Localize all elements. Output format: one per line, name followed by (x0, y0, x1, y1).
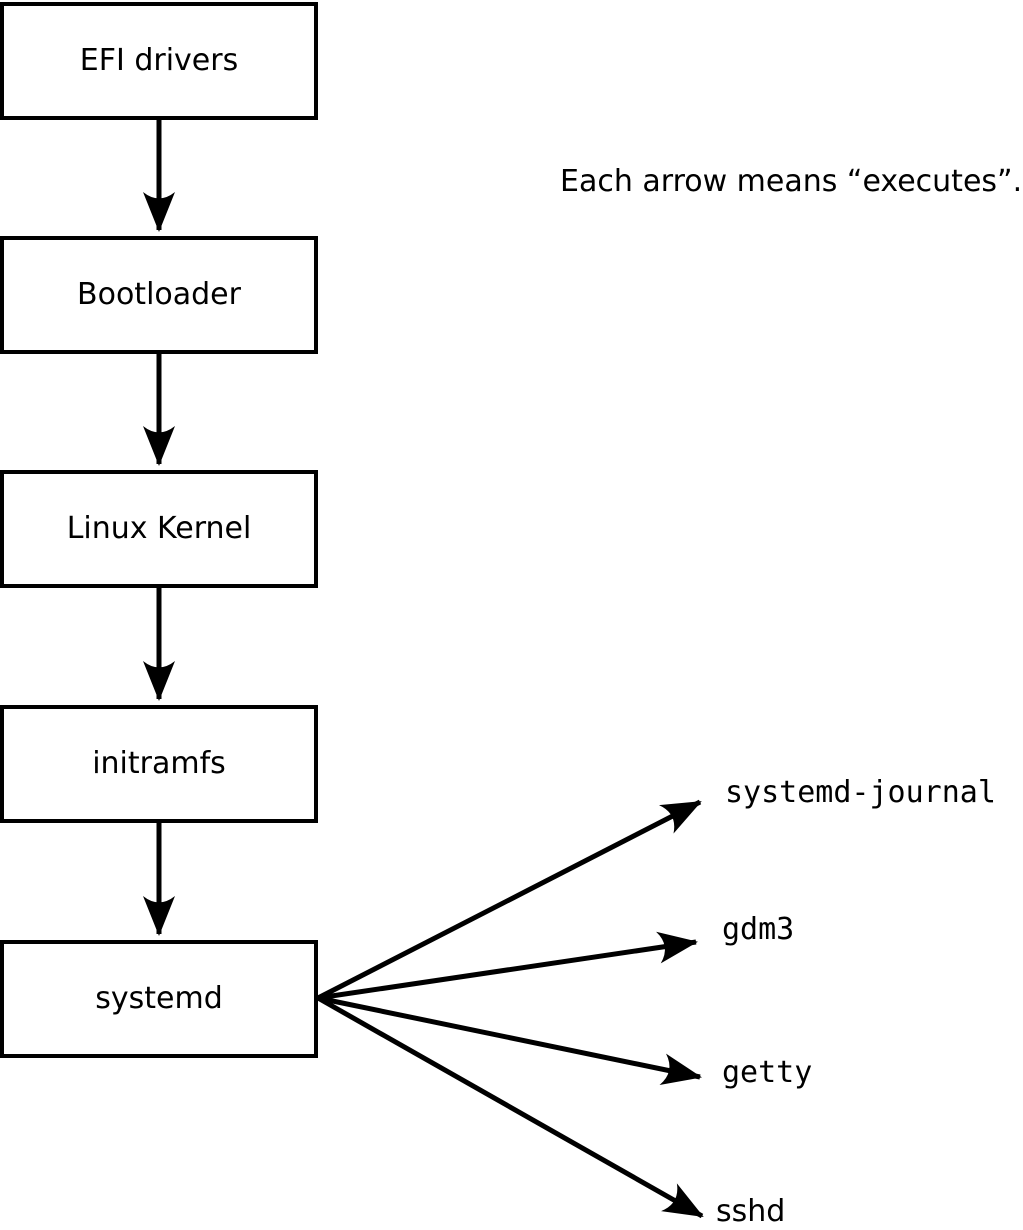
box-systemd-label: systemd (95, 981, 223, 1016)
leaf-label-sshd: sshd (716, 1194, 786, 1229)
leaf-label-getty: getty (722, 1055, 813, 1090)
box-efi-drivers-label: EFI drivers (79, 43, 239, 78)
box-linux-kernel: Linux Kernel (0, 470, 318, 588)
leaf-label-systemd-journal: systemd-journal (725, 775, 996, 810)
box-bootloader: Bootloader (0, 236, 318, 354)
arrow-systemd-to-journal (316, 799, 702, 1001)
box-systemd: systemd (0, 940, 318, 1058)
box-bootloader-label: Bootloader (77, 277, 241, 312)
arrow-systemd-to-gdm3 (317, 931, 698, 1001)
legend-note: Each arrow means “executes”. (560, 164, 1023, 199)
box-initramfs-label: initramfs (92, 746, 226, 781)
box-initramfs: initramfs (0, 705, 318, 823)
arrow-systemd-to-getty (317, 995, 702, 1085)
box-linux-kernel-label: Linux Kernel (66, 511, 252, 546)
leaf-label-gdm3: gdm3 (722, 912, 795, 947)
box-efi-drivers: EFI drivers (0, 2, 318, 120)
arrow-systemd-to-sshd (316, 995, 704, 1219)
